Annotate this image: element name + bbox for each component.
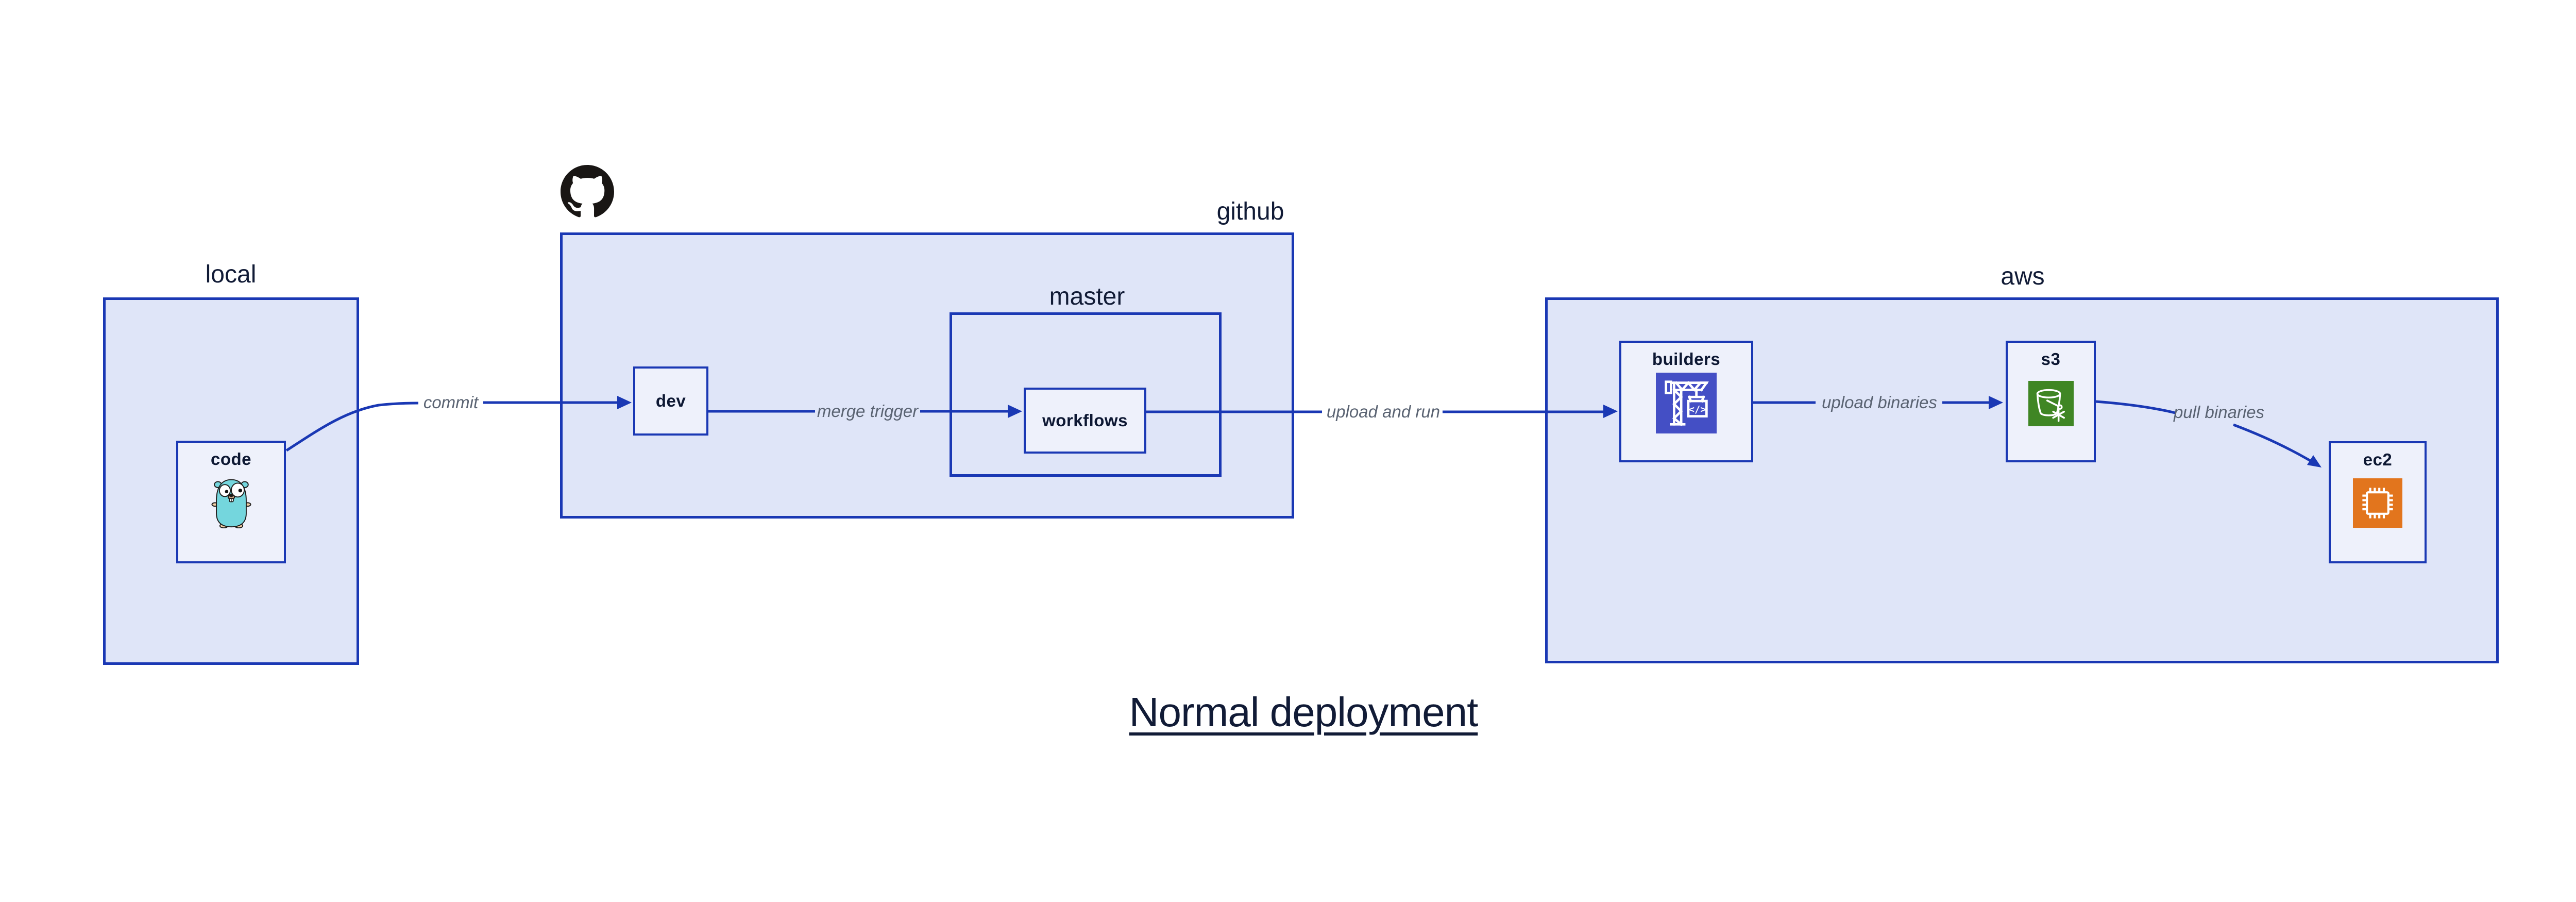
container-label-aws: aws: [2001, 263, 2045, 290]
codebuild-crane-icon: </>: [1656, 373, 1717, 433]
node-dev: dev: [633, 366, 708, 436]
edge-label-merge-trigger: merge trigger: [817, 402, 919, 421]
container-label-github: github: [1216, 198, 1284, 225]
node-workflows: workflows: [1024, 388, 1146, 454]
go-gopher-icon: [211, 479, 251, 528]
node-ec2: ec2: [2329, 441, 2427, 563]
node-code-label: code: [210, 449, 252, 469]
node-s3: s3: [2006, 341, 2096, 462]
node-ec2-label: ec2: [2363, 450, 2393, 469]
codebuild-icon-glyph: </>: [1689, 405, 1706, 415]
node-code: code: [176, 441, 286, 563]
octocat-icon: [561, 165, 614, 218]
s3-glacier-bucket-icon: [2028, 381, 2074, 426]
node-workflows-label: workflows: [1042, 411, 1128, 430]
edge-label-upload-binaries: upload binaries: [1822, 393, 1937, 412]
node-dev-label: dev: [655, 391, 686, 410]
diagram-title: Normal deployment: [1129, 689, 1479, 735]
container-label-local: local: [205, 261, 257, 288]
node-builders: builders </>: [1619, 341, 1753, 462]
container-label-master: master: [1049, 283, 1125, 310]
node-builders-label: builders: [1652, 349, 1721, 369]
edge-label-upload-and-run: upload and run: [1326, 402, 1440, 421]
edge-label-commit: commit: [423, 393, 479, 412]
node-s3-label: s3: [2041, 349, 2061, 369]
edge-label-pull-binaries: pull binaries: [2173, 403, 2265, 422]
ec2-chip-icon: [2353, 478, 2402, 528]
